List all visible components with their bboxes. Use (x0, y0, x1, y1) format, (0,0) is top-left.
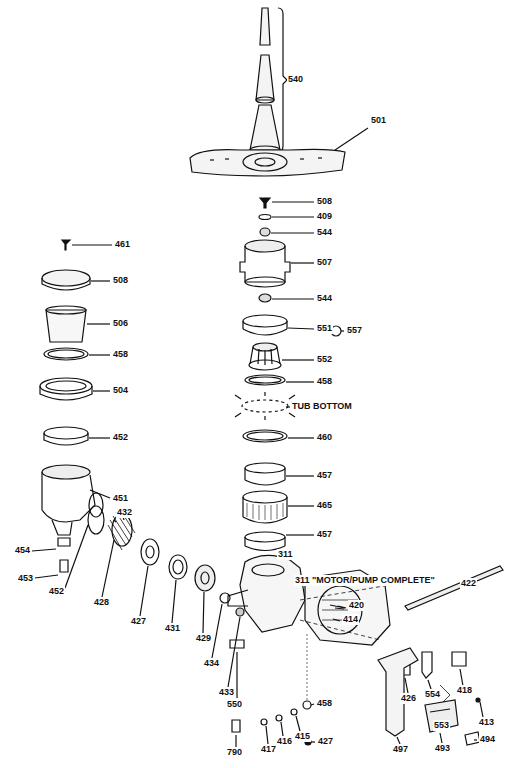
callout-number: 416 (276, 736, 293, 747)
callout-number: 414 (342, 614, 359, 625)
callout-number: 451 (112, 493, 129, 504)
callout-number: 507 (316, 257, 333, 268)
callout-number: 417 (260, 744, 277, 755)
callout-number: 420 (348, 600, 365, 611)
callout-number: 433 (218, 687, 235, 698)
callout-number: 311 (277, 549, 294, 560)
callout-number: 501 (370, 115, 387, 126)
callout-number: 457 (316, 529, 333, 540)
callout-number: 454 (14, 545, 31, 556)
callout-number: 428 (93, 597, 110, 608)
callout-number: 506 (112, 318, 129, 329)
callout-number: 557 (346, 325, 363, 336)
callout-number: 552 (316, 354, 333, 365)
callout-number: 426 (400, 693, 417, 704)
callout-number: 453 (17, 573, 34, 584)
callout-number: 458 (316, 376, 333, 387)
callout-number: 540 (287, 74, 304, 85)
callout-number: 415 (294, 731, 311, 742)
callout-number: 431 (164, 623, 181, 634)
callout-number: 457 (316, 470, 333, 481)
callout-number: 452 (112, 432, 129, 443)
callout-number: 422 (460, 578, 477, 589)
callout-number: 493 (434, 743, 451, 754)
callout-number: 427 (317, 736, 334, 747)
callout-number: 544 (316, 227, 333, 238)
callout-number: 429 (195, 633, 212, 644)
callout-number: 409 (316, 211, 333, 222)
callout-number: 427 (130, 616, 147, 627)
callout-number: 458 (112, 349, 129, 360)
callout-number: 434 (203, 658, 220, 669)
callout-number: 553 (433, 720, 450, 731)
callout-number: 494 (479, 734, 496, 745)
callout-number: 465 (316, 500, 333, 511)
callout-number: 460 (316, 432, 333, 443)
callout-number: 452 (48, 586, 65, 597)
callout-number: 544 (316, 293, 333, 304)
callout-number: 432 (116, 507, 133, 518)
callout-number: 508 (316, 196, 333, 207)
callout-number: 458 (316, 698, 333, 709)
callout-number: 551 (316, 323, 333, 334)
callout-number: 508 (112, 275, 129, 286)
callout-number: 497 (392, 744, 409, 755)
part-label: TUB BOTTOM (291, 401, 353, 412)
callout-number: 461 (114, 239, 131, 250)
callout-number: 550 (226, 699, 243, 710)
callout-number: 418 (456, 685, 473, 696)
callout-number: 504 (112, 385, 129, 396)
part-label: 311 "MOTOR/PUMP COMPLETE" (294, 575, 436, 586)
callout-number: 554 (424, 689, 441, 700)
callout-number: 790 (226, 747, 243, 758)
callout-number: 413 (478, 717, 495, 728)
